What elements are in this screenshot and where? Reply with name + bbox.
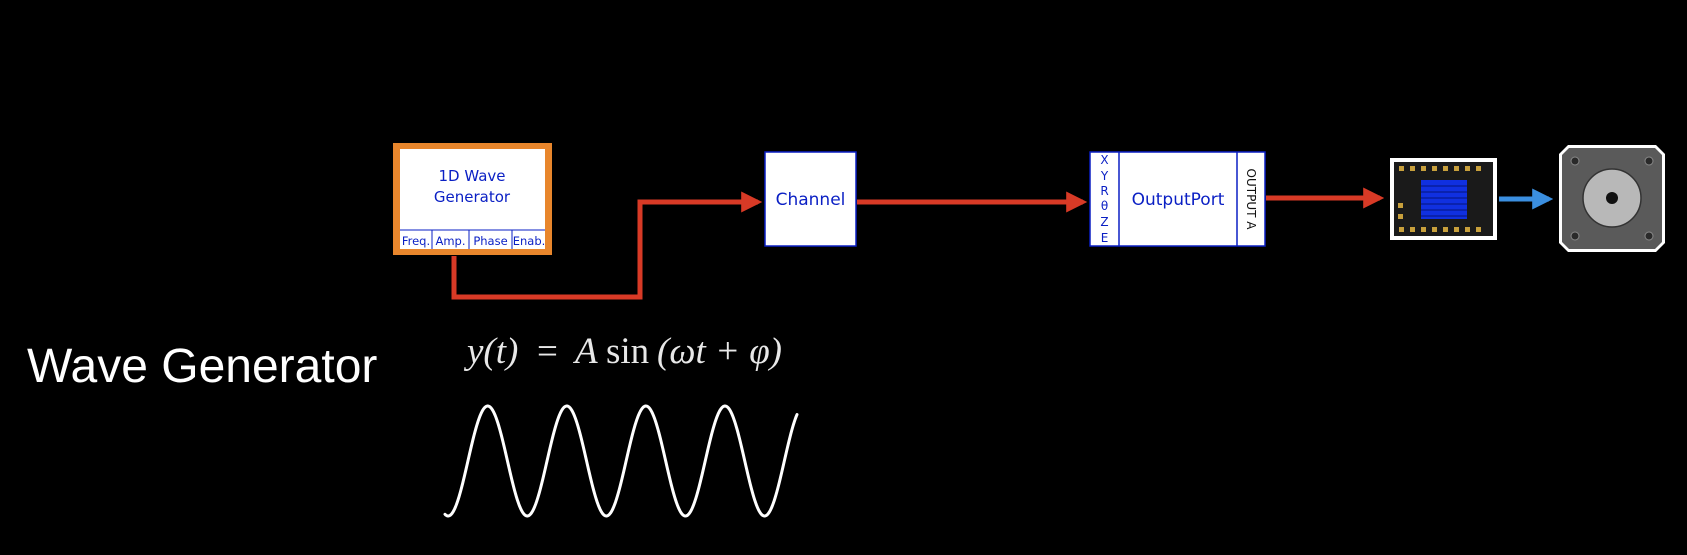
driver-pads bbox=[1398, 166, 1481, 232]
port-phase[interactable]: Phase bbox=[473, 234, 507, 248]
stepper-driver-chip-icon bbox=[1390, 158, 1497, 240]
formula-amplitude: A bbox=[572, 331, 598, 372]
sine-wave-plot bbox=[443, 404, 799, 518]
channel-label: Channel bbox=[776, 190, 846, 210]
driver-core bbox=[1421, 180, 1467, 219]
wave-generator-body bbox=[400, 149, 545, 249]
axis-z[interactable]: Z bbox=[1100, 215, 1108, 229]
motor-shaft bbox=[1606, 192, 1618, 204]
axis-y[interactable]: Y bbox=[1100, 169, 1109, 183]
formula-sin: sin bbox=[606, 331, 649, 372]
connector-generator-to-channel bbox=[451, 191, 763, 300]
port-freq[interactable]: Freq. bbox=[402, 234, 430, 248]
wave-generator-title-line2: Generator bbox=[434, 188, 511, 206]
channel-body bbox=[764, 151, 857, 247]
section-title: Wave Generator bbox=[27, 340, 377, 393]
motor-hole bbox=[1570, 156, 1580, 166]
port-enab[interactable]: Enab. bbox=[513, 234, 546, 248]
axis-e[interactable]: E bbox=[1101, 231, 1109, 245]
outputport-label: OutputPort bbox=[1132, 190, 1225, 210]
formula-equals: = bbox=[537, 331, 558, 372]
output-a-label[interactable]: OUTPUT A bbox=[1244, 169, 1258, 231]
motor-hole bbox=[1644, 231, 1654, 241]
channel-block[interactable]: Channel bbox=[764, 151, 857, 247]
motor-hole bbox=[1644, 156, 1654, 166]
axis-x[interactable]: X bbox=[1100, 153, 1108, 167]
stepper-motor-icon bbox=[1559, 145, 1665, 252]
formula-args: (ωt + φ) bbox=[657, 331, 782, 372]
axis-theta[interactable]: θ bbox=[1101, 199, 1108, 213]
wave-generator-title-line1: 1D Wave bbox=[438, 167, 505, 185]
wave-generator-block[interactable]: 1D Wave Generator Freq. Amp. Phase Enab. bbox=[393, 143, 552, 255]
axis-r[interactable]: R bbox=[1100, 184, 1108, 198]
port-amp[interactable]: Amp. bbox=[435, 234, 465, 248]
wave-formula: y(t) = A sin (ωt + φ) bbox=[463, 331, 782, 372]
formula-lhs: y(t) bbox=[463, 331, 518, 372]
motor-hole bbox=[1570, 231, 1580, 241]
outputport-block[interactable]: X Y R θ Z E OutputPort OUTPUT A bbox=[1089, 151, 1266, 247]
